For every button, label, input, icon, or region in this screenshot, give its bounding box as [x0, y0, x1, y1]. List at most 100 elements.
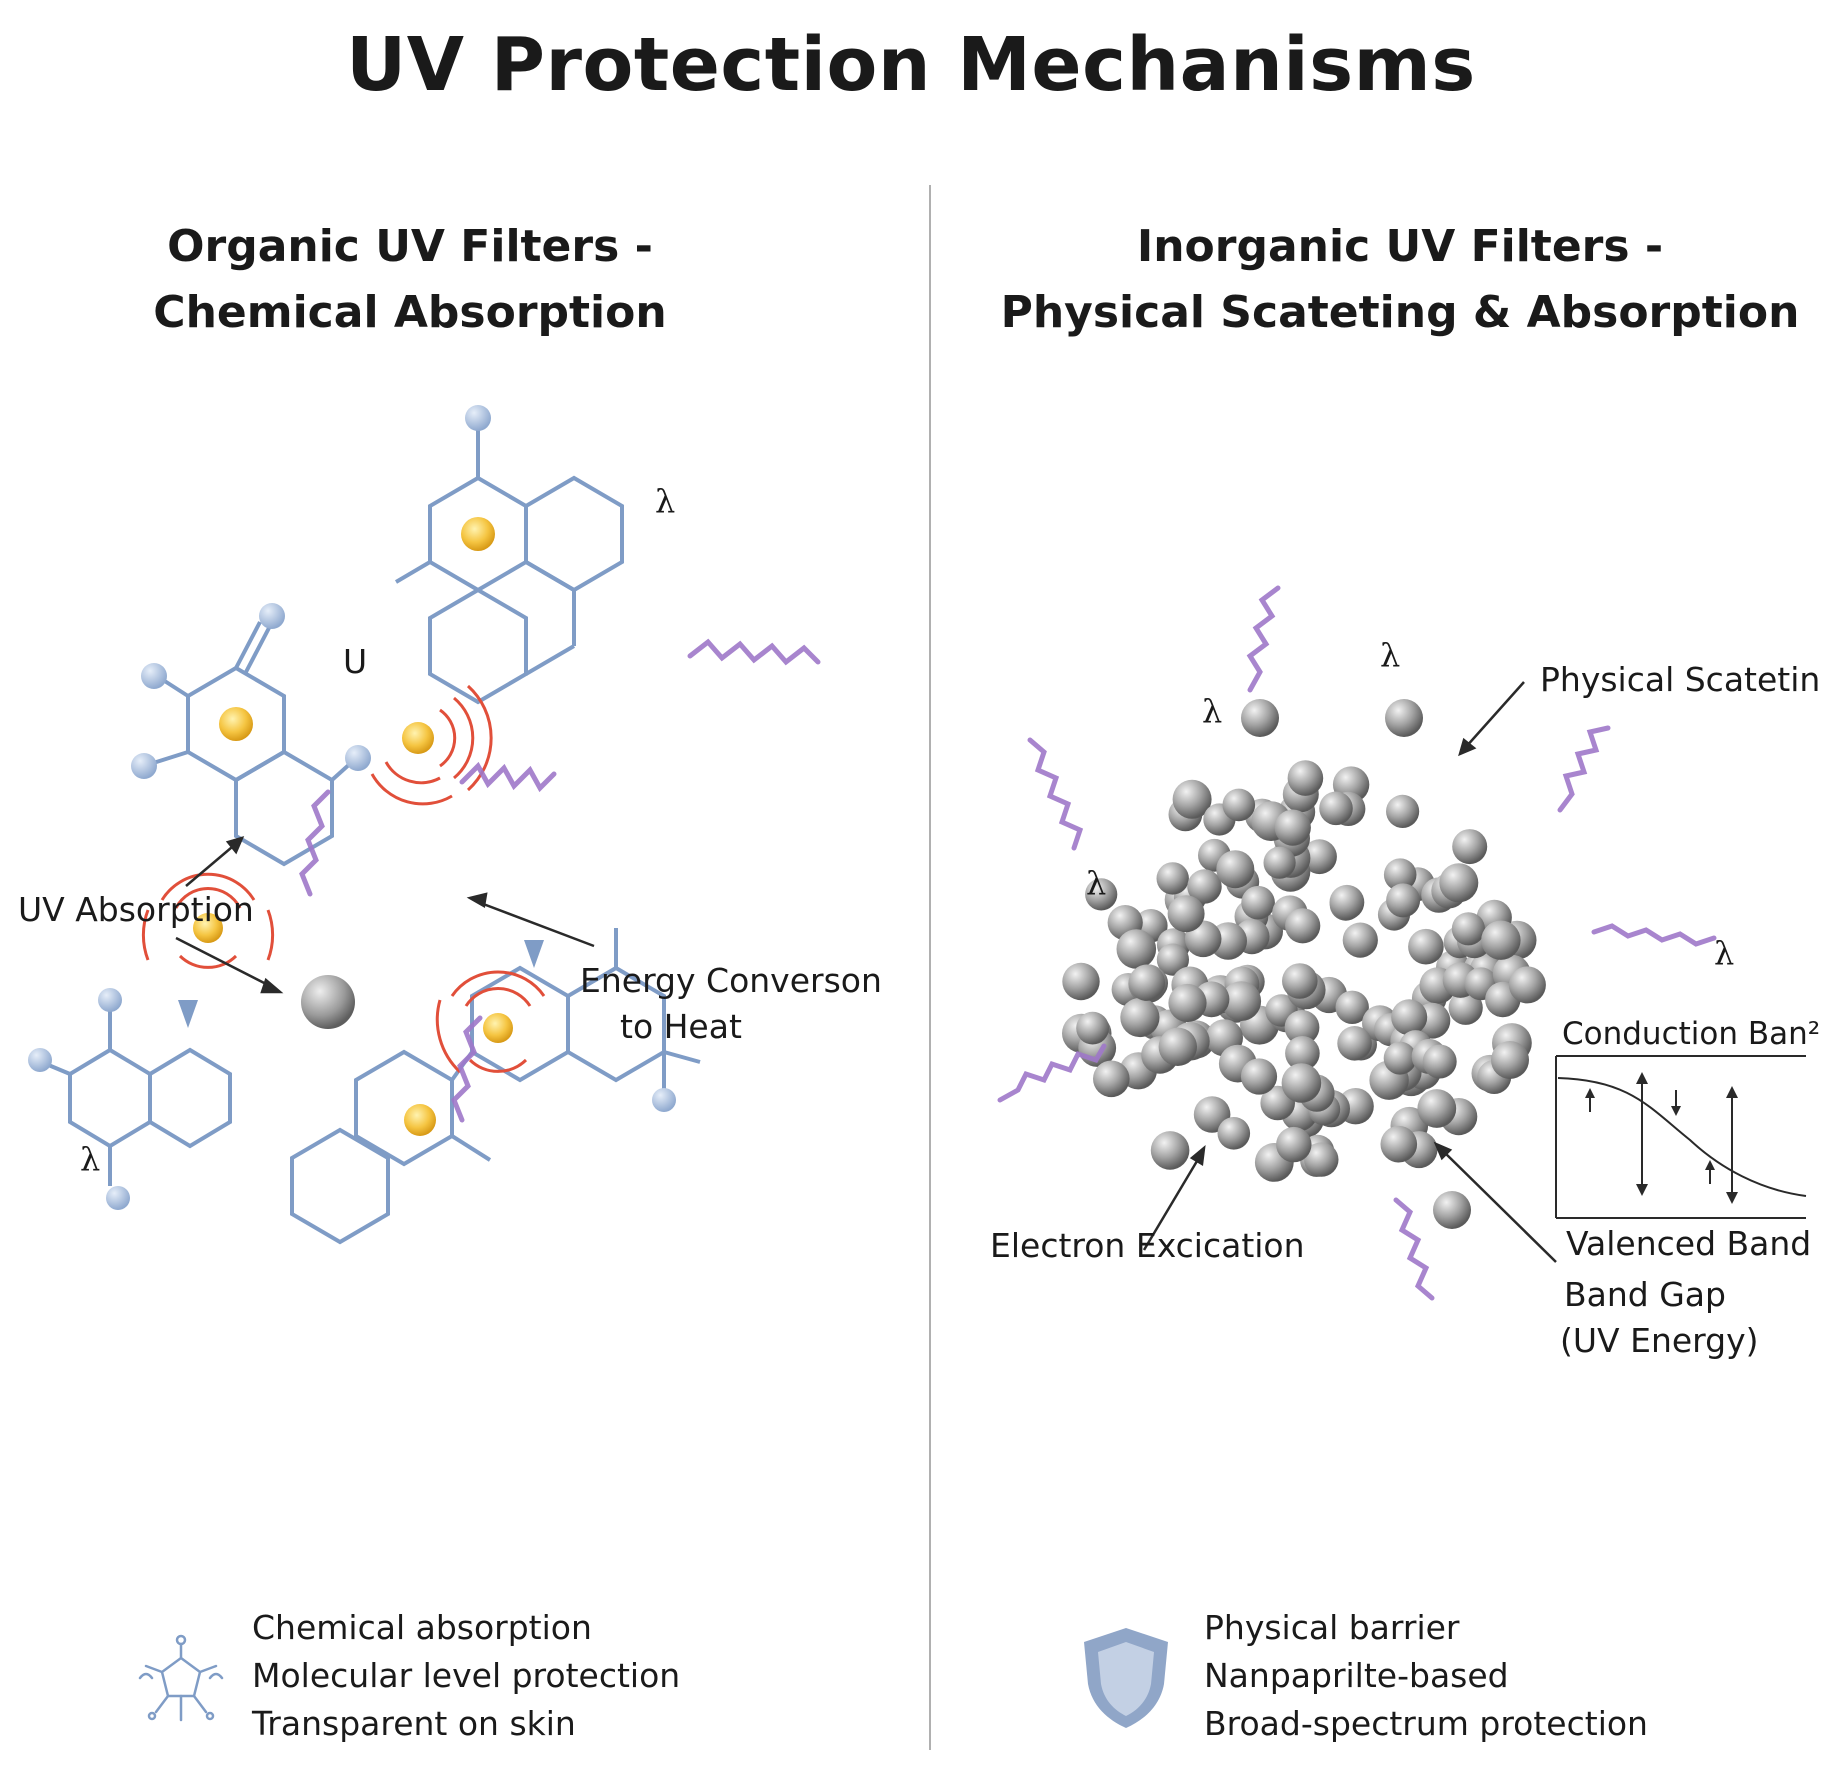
nanoparticle: [1451, 912, 1485, 946]
nanoparticle: [1282, 963, 1318, 999]
organic-heading: Organic UV Filters - Chemical Absorption: [110, 214, 710, 346]
grey-atom: [301, 975, 355, 1029]
nanoparticle: [1452, 829, 1488, 865]
feature-item: Molecular level protection: [252, 1656, 681, 1695]
lambda-symbol: λ: [655, 482, 676, 520]
nanoparticle: [1385, 699, 1423, 737]
atom: [106, 1186, 130, 1210]
nanoparticle: [1337, 1026, 1372, 1061]
feature-item: Broad-spectrum protection: [1204, 1704, 1648, 1743]
band-arrowheads: [1585, 1072, 1738, 1204]
nanoparticle: [1168, 983, 1207, 1023]
inorganic-illustration: [997, 585, 1807, 1301]
nanoparticle: [1172, 779, 1212, 819]
inorganic-heading: Inorganic UV Filters - Physical Scatetin…: [1000, 214, 1800, 346]
lambda-symbol: λ: [80, 1140, 101, 1178]
nanoparticle: [1383, 858, 1417, 891]
nanoparticle: [1439, 863, 1479, 903]
nanoparticle: [1391, 999, 1428, 1036]
nanoparticle: [1284, 1010, 1320, 1045]
nanoparticle: [1281, 1063, 1322, 1103]
shield-icon: [1084, 1628, 1168, 1728]
nanoparticle: [1158, 1027, 1197, 1066]
nanoparticle: [1304, 1142, 1339, 1177]
label-band-gap-line2: (UV Energy): [1560, 1321, 1759, 1360]
feature-item: Nanpaprilte-based: [1204, 1656, 1509, 1695]
nanoparticle: [1263, 846, 1296, 879]
nanoparticle: [1156, 862, 1189, 895]
nanoparticle: [1150, 1131, 1190, 1170]
nanoparticle: [1508, 966, 1546, 1004]
nanoparticle: [1380, 1125, 1418, 1163]
inorganic-feature-list: Physical barrier Nanpaprilte-based Broad…: [1204, 1604, 1648, 1748]
lambda-symbol: λ: [1086, 864, 1107, 902]
nanoparticle: [1222, 788, 1256, 822]
label-energy-line1: Energy Converson: [580, 961, 882, 1000]
nanoparticle: [1274, 809, 1311, 846]
pointer-arrows: [175, 836, 595, 994]
nanoparticle: [1386, 794, 1420, 828]
nanoparticle: [1156, 943, 1189, 976]
emission-arrow: [178, 1000, 198, 1028]
nanoparticle: [1285, 1036, 1320, 1071]
heat-waves: [370, 684, 493, 806]
atom: [98, 988, 122, 1012]
organic-feature-list: Chemical absorption Molecular level prot…: [252, 1604, 680, 1748]
nanoparticle: [1187, 869, 1222, 904]
excited-core: [193, 913, 223, 943]
nanoparticle: [1491, 1041, 1529, 1079]
inorganic-heading-line2: Physical Scateting & Absorption: [1000, 287, 1800, 338]
lambda-symbol: λ: [1202, 692, 1223, 730]
nanoparticle: [1335, 990, 1369, 1024]
label-uv-absorption: UV Absorption: [18, 890, 254, 929]
excited-core: [402, 722, 434, 754]
nanoparticle: [1417, 1089, 1457, 1128]
label-energy-conversion: Energy Converson to Heat: [580, 958, 882, 1050]
nanoparticle: [1120, 997, 1160, 1038]
feature-item: Chemical absorption: [252, 1608, 592, 1647]
label-electron-excitation: Electron Excication: [990, 1226, 1305, 1265]
nanoparticle: [1216, 850, 1255, 889]
excited-core: [404, 1104, 436, 1136]
nanoparticle: [1329, 884, 1365, 920]
excited-core: [219, 707, 253, 741]
organic-illustration: [28, 405, 821, 1245]
organic-heading-line1: Organic UV Filters -: [167, 221, 653, 272]
nanoparticle: [1422, 1044, 1457, 1079]
nanoparticle: [1128, 964, 1166, 1001]
feature-item: Physical barrier: [1204, 1608, 1460, 1647]
label-conduction-band: Conduction Ban²: [1562, 1016, 1821, 1052]
inorganic-heading-line1: Inorganic UV Filters -: [1136, 221, 1664, 272]
feature-item: Transparent on skin: [252, 1704, 576, 1743]
nanoparticle: [1433, 1191, 1471, 1229]
heat-waves: [141, 872, 275, 969]
atom: [465, 405, 491, 431]
label-valence-band: Valenced Band: [1566, 1224, 1812, 1263]
nanoparticle: [1319, 791, 1353, 826]
excited-core: [461, 517, 495, 551]
label-u: U: [343, 642, 368, 681]
nanoparticle: [1287, 760, 1324, 796]
excited-core: [483, 1013, 513, 1043]
nanoparticle: [1285, 908, 1321, 944]
nanoparticle: [1076, 1011, 1109, 1045]
atom: [141, 663, 167, 689]
nanoparticle: [1302, 839, 1337, 875]
nanoparticle: [1383, 1041, 1417, 1075]
pointer-arrows: [1142, 681, 1557, 1263]
atom: [28, 1048, 52, 1072]
label-energy-line2: to Heat: [620, 1007, 742, 1046]
emission-arrow: [524, 940, 544, 968]
lambda-symbol: λ: [1714, 934, 1735, 972]
heat-waves: [435, 970, 546, 1074]
lambda-symbol: λ: [1380, 636, 1401, 674]
uv-waves: [299, 638, 821, 1123]
nanoparticle: [1408, 928, 1444, 965]
band-diagram: [1555, 1055, 1807, 1219]
label-physical-scattering: Physical Scateting: [1540, 660, 1822, 699]
atom: [652, 1088, 676, 1112]
nanoparticle: [1241, 885, 1275, 920]
nanoparticle: [1167, 895, 1205, 933]
nanoparticle: [1116, 929, 1157, 969]
